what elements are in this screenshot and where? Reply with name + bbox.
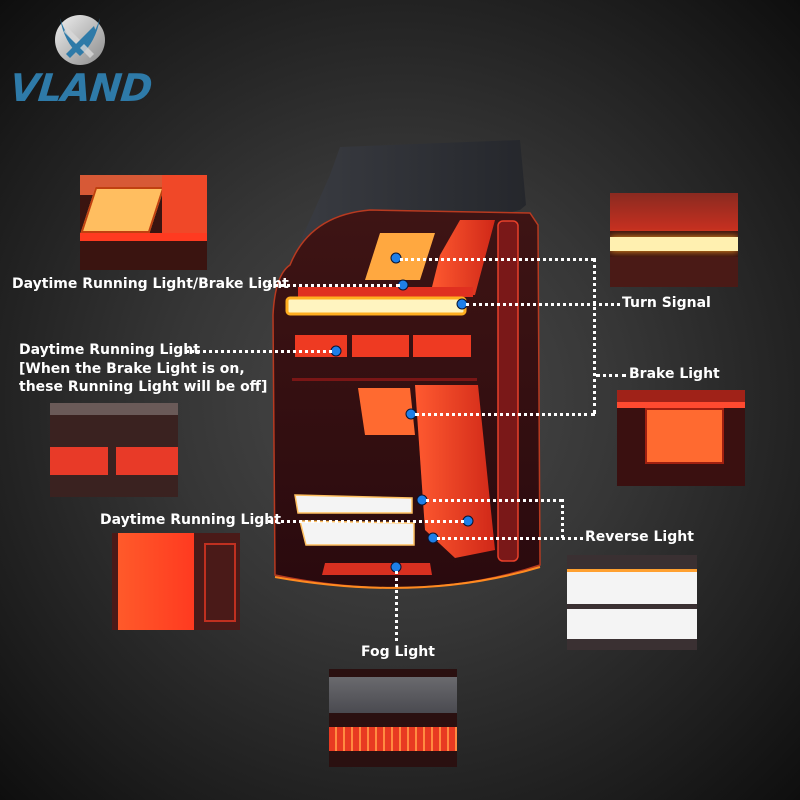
connector bbox=[186, 350, 332, 353]
thumb-turn-signal bbox=[610, 193, 738, 287]
tail-light-image bbox=[272, 140, 541, 589]
connector bbox=[426, 499, 562, 502]
connector bbox=[561, 499, 564, 538]
pin-drl-low bbox=[462, 515, 474, 527]
connector bbox=[437, 537, 583, 540]
thumb-drl-brake bbox=[80, 175, 207, 270]
label-brake: Brake Light bbox=[629, 366, 720, 382]
connector bbox=[400, 258, 594, 261]
vland-emblem-icon bbox=[55, 15, 105, 65]
connector bbox=[415, 413, 595, 416]
connector bbox=[268, 284, 400, 287]
connector bbox=[596, 374, 626, 377]
pin-drl-mid bbox=[330, 345, 342, 357]
thumb-brake bbox=[617, 390, 745, 486]
thumb-drl-low bbox=[112, 533, 240, 630]
connector bbox=[593, 258, 596, 414]
label-turn-signal: Turn Signal bbox=[622, 295, 711, 311]
label-drl-brake: Daytime Running Light/Brake Light bbox=[12, 276, 289, 292]
thumb-fog bbox=[329, 669, 457, 767]
label-reverse: Reverse Light bbox=[585, 529, 694, 545]
thumb-reverse bbox=[567, 555, 697, 650]
label-drl-low: Daytime Running Light bbox=[100, 512, 281, 528]
brand-wordmark: VLAND bbox=[7, 66, 154, 110]
label-drl-mid-note: [When the Brake Light is on, these Runni… bbox=[19, 361, 268, 395]
connector bbox=[395, 571, 398, 641]
label-fog: Fog Light bbox=[361, 644, 435, 660]
connector bbox=[466, 303, 620, 306]
label-drl-mid: Daytime Running Light bbox=[19, 342, 200, 358]
thumb-drl-mid bbox=[50, 403, 178, 497]
connector bbox=[268, 520, 464, 523]
